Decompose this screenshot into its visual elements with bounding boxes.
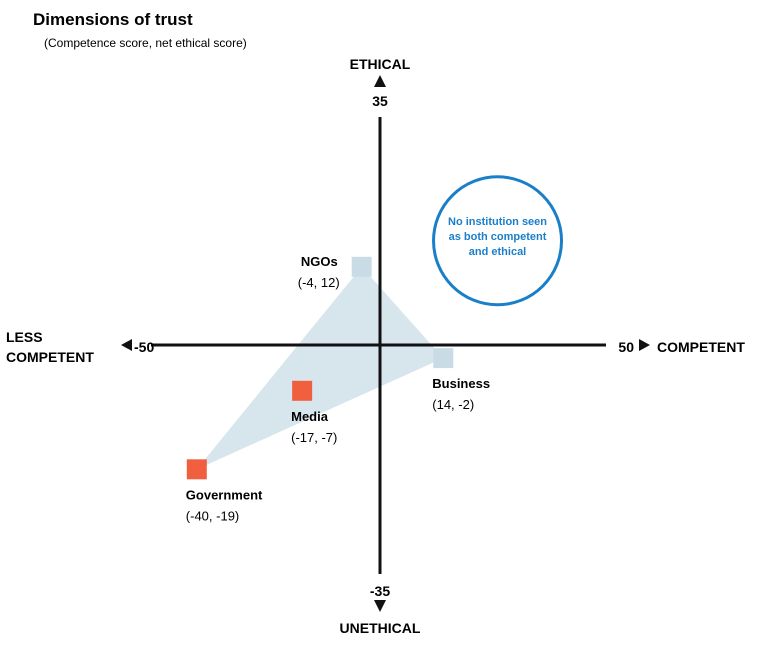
data-points: NGOs (-4, 12) Business (14, -2) Media (-17, -…	[186, 254, 490, 523]
y-tick-max: 35	[372, 93, 388, 109]
point-marker-business	[433, 348, 454, 369]
x-tick-max: 50	[618, 339, 634, 355]
axis-label-competent: COMPETENT	[657, 339, 745, 355]
point-coords-business: (14, -2)	[432, 397, 474, 412]
shaded-triangle-region	[196, 266, 444, 470]
arrow-right-icon	[639, 339, 650, 351]
chart-subtitle: (Competence score, net ethical score)	[44, 36, 247, 50]
arrow-down-icon	[374, 600, 386, 612]
axis-label-ethical: ETHICAL	[350, 56, 411, 72]
annotation-circle	[432, 175, 564, 307]
point-coords-government: (-40, -19)	[186, 508, 239, 523]
point-coords-media: (-17, -7)	[291, 430, 337, 445]
x-tick-min: -50	[134, 339, 154, 355]
point-marker-ngos	[351, 256, 372, 277]
point-label-business: Business	[432, 376, 490, 391]
axis-label-less: LESS	[6, 329, 43, 345]
point-label-government: Government	[186, 487, 263, 502]
arrow-up-icon	[374, 75, 386, 87]
chart-title: Dimensions of trust	[33, 10, 193, 29]
annotation-line-1: No institution seen	[448, 216, 547, 228]
point-label-media: Media	[291, 409, 329, 424]
arrow-left-icon	[121, 339, 132, 351]
y-tick-min: -35	[370, 583, 390, 599]
point-marker-media	[292, 380, 313, 401]
axis-label-unethical: UNETHICAL	[340, 620, 421, 636]
annotation-line-2: as both competent	[449, 231, 547, 243]
point-marker-government	[186, 459, 207, 480]
axis-label-less-competent: COMPETENT	[6, 349, 94, 365]
annotation-line-3: and ethical	[469, 246, 526, 258]
point-label-ngos: NGOs	[301, 254, 338, 269]
point-coords-ngos: (-4, 12)	[298, 275, 340, 290]
